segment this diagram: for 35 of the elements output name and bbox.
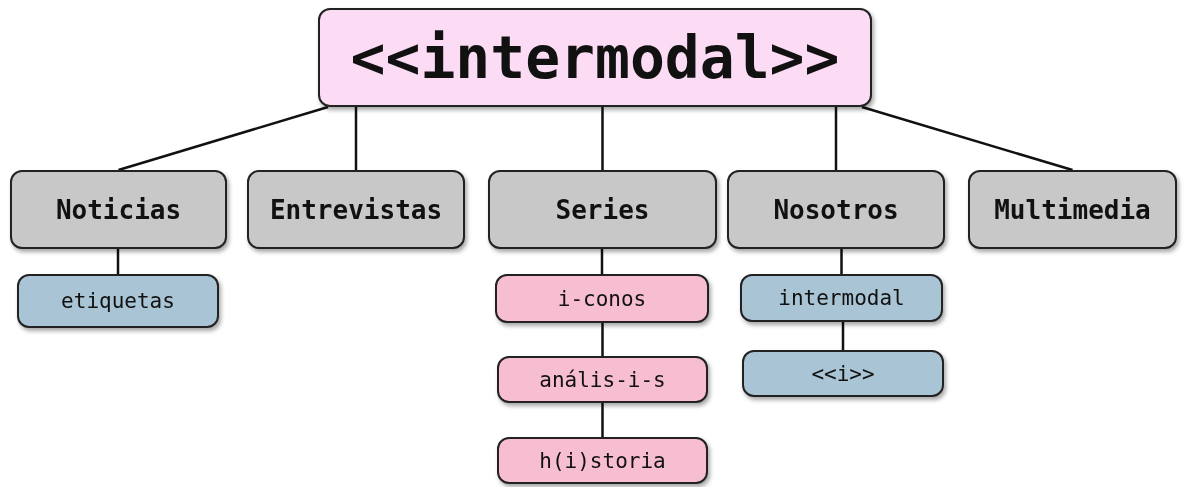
title-box bbox=[318, 8, 872, 107]
connector-line bbox=[834, 107, 838, 170]
subsection-box bbox=[742, 350, 944, 397]
node-label: anális-i-s bbox=[539, 367, 666, 392]
connector-line bbox=[116, 249, 120, 274]
node-label: etiquetas bbox=[61, 289, 175, 313]
node-label: Entrevistas bbox=[269, 194, 443, 225]
node-label: h(i)storia bbox=[539, 448, 666, 473]
subsection-box bbox=[495, 274, 709, 323]
connector-line bbox=[601, 323, 604, 356]
node-label: Series bbox=[555, 194, 650, 225]
node-label: <<intermodal>> bbox=[350, 23, 840, 92]
subsection-box bbox=[740, 274, 943, 322]
connector-line bbox=[118, 105, 329, 172]
section-box bbox=[727, 170, 945, 249]
connector-line bbox=[601, 403, 604, 437]
subsection-box bbox=[497, 356, 708, 403]
section-box bbox=[488, 170, 717, 249]
node-label: intermodal bbox=[778, 286, 905, 310]
connector-line bbox=[354, 107, 358, 170]
connector-line bbox=[840, 249, 843, 274]
node-label: Multimedia bbox=[994, 194, 1151, 225]
connector-line bbox=[601, 107, 604, 170]
node-label: Noticias bbox=[55, 194, 182, 225]
section-box bbox=[10, 170, 227, 249]
section-box bbox=[247, 170, 465, 249]
subsection-box bbox=[497, 437, 708, 484]
node-label: Nosotros bbox=[773, 194, 899, 225]
subsection-box bbox=[17, 274, 219, 328]
node-label: i-conos bbox=[557, 286, 647, 311]
connector-line bbox=[600, 249, 604, 274]
connector-line bbox=[841, 322, 845, 350]
node-label: <<i>> bbox=[811, 361, 875, 386]
section-box bbox=[968, 170, 1177, 249]
connector-line bbox=[861, 105, 1073, 172]
